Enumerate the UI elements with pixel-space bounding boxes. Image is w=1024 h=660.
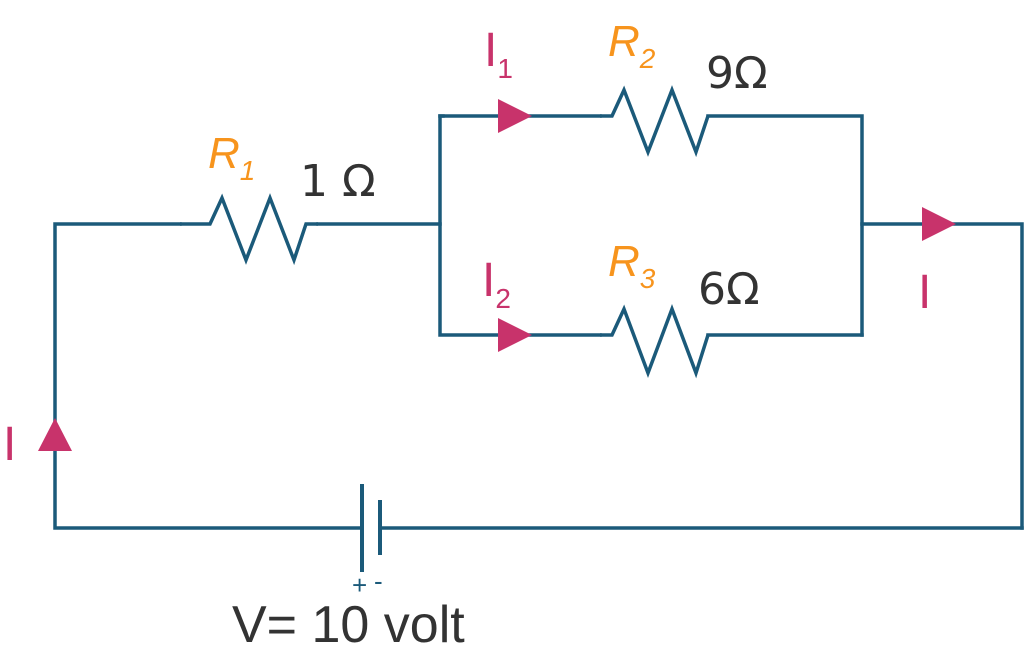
battery-plus-sign: + bbox=[352, 570, 367, 600]
label-i1: I1 bbox=[484, 24, 513, 84]
label-r1: R1 bbox=[208, 129, 255, 186]
battery-minus-sign: - bbox=[374, 566, 383, 596]
label-i2: I2 bbox=[482, 254, 511, 314]
wires bbox=[53, 114, 1024, 530]
label-i-right: I bbox=[918, 266, 931, 319]
label-r3: R3 bbox=[608, 237, 656, 294]
current-arrows bbox=[38, 99, 956, 451]
arrow-i-up-icon bbox=[38, 418, 72, 451]
resistor-r3 bbox=[600, 304, 710, 379]
wire-top-branch-out bbox=[706, 114, 864, 337]
resistor-r2 bbox=[600, 85, 710, 158]
voltage-label: V= 10 volt bbox=[232, 596, 465, 654]
label-r2: R2 bbox=[608, 17, 656, 74]
label-i-left: I bbox=[3, 418, 16, 471]
arrow-i1-right-icon bbox=[498, 99, 532, 133]
battery bbox=[360, 484, 382, 572]
arrow-i2-right-icon bbox=[498, 318, 532, 352]
value-r1: 1 Ω bbox=[300, 156, 376, 207]
wire-left-loop bbox=[53, 222, 362, 530]
arrow-i-right-icon bbox=[922, 207, 956, 241]
wire-right-side bbox=[860, 222, 1024, 530]
value-r3: 6Ω bbox=[698, 264, 760, 315]
value-r2: 9Ω bbox=[706, 48, 768, 99]
resistor-r1 bbox=[180, 193, 318, 266]
